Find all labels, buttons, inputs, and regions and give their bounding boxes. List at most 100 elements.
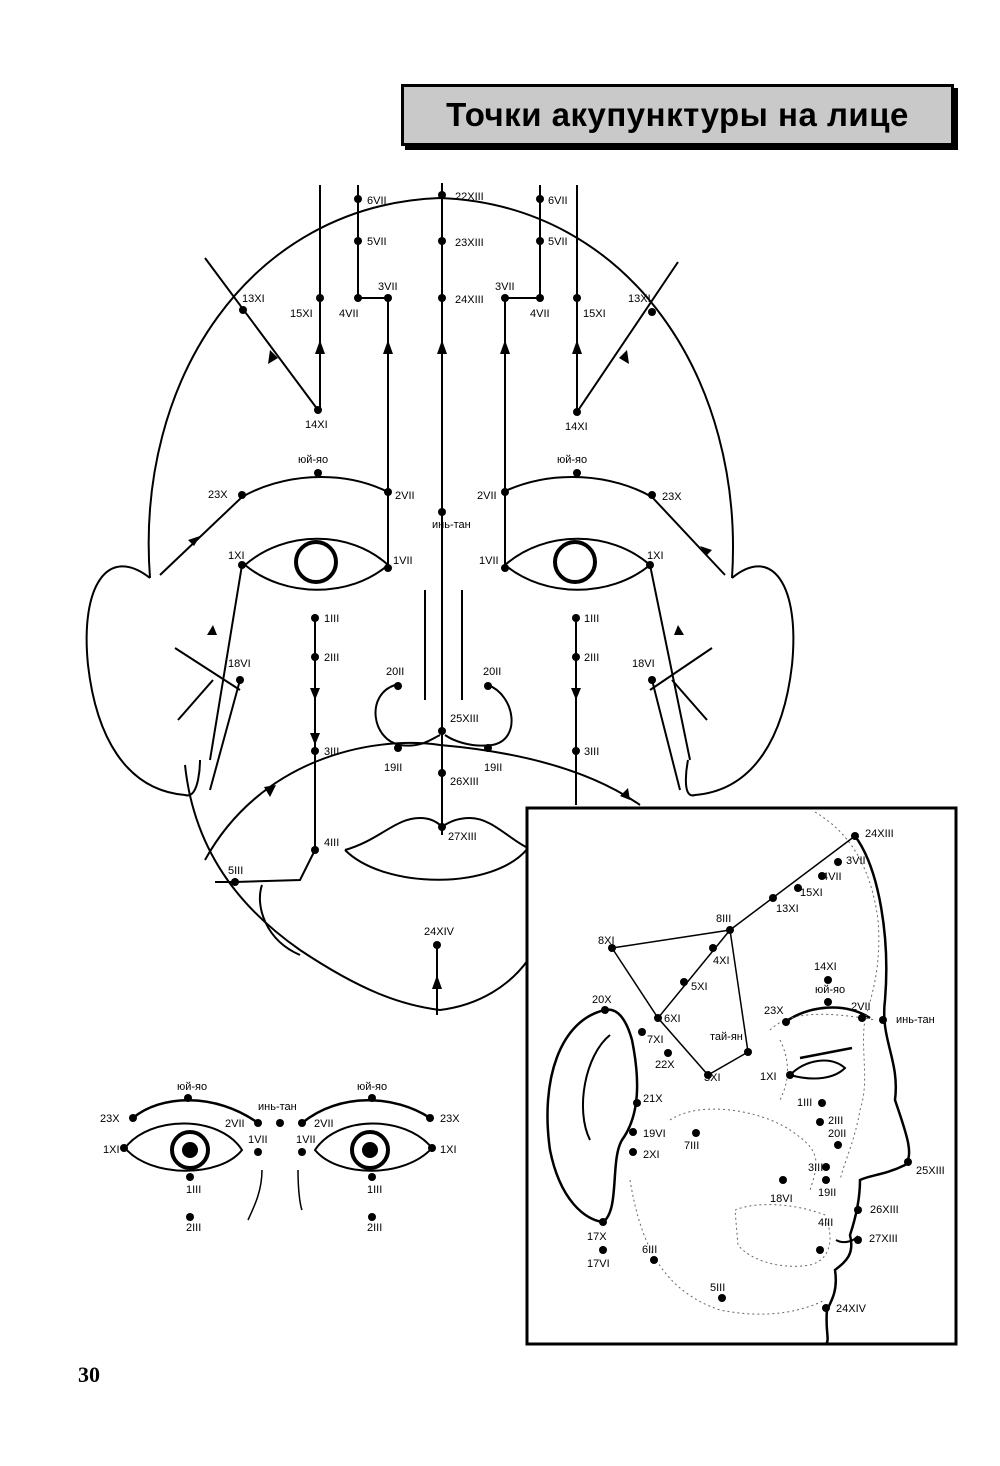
svg-text:1III: 1III — [584, 613, 599, 625]
svg-text:24XIII: 24XIII — [865, 828, 894, 840]
svg-text:6XI: 6XI — [664, 1013, 681, 1025]
svg-text:26XIII: 26XIII — [870, 1204, 899, 1216]
svg-text:3III: 3III — [324, 746, 339, 758]
point-25XIII — [438, 727, 446, 735]
page-title: Точки акупунктуры на лице — [446, 96, 909, 133]
chin-curve — [258, 884, 301, 956]
label-26XIII: 26XIII — [450, 776, 479, 788]
svg-text:1VII: 1VII — [479, 555, 499, 567]
svg-text:5VII: 5VII — [548, 236, 568, 248]
right-pupil — [553, 540, 597, 584]
front-points — [231, 191, 656, 949]
svg-text:14XI: 14XI — [565, 421, 588, 433]
svg-text:19II: 19II — [384, 762, 402, 774]
svg-text:23X: 23X — [764, 1005, 784, 1017]
svg-text:14XI: 14XI — [814, 961, 837, 973]
svg-text:тай-ян: тай-ян — [710, 1031, 743, 1043]
svg-text:3XI: 3XI — [704, 1072, 721, 1084]
svg-text:20X: 20X — [592, 994, 612, 1006]
nostril-right — [444, 684, 513, 747]
svg-text:15XI: 15XI — [583, 308, 606, 320]
svg-text:2III: 2III — [186, 1222, 201, 1234]
svg-text:7XI: 7XI — [647, 1034, 664, 1046]
eyes-detail: юй-яо 23X 2VII 1XI 1VII 1III 2III инь-та… — [100, 1081, 460, 1234]
lower-lip — [344, 847, 529, 881]
point-24XIII — [438, 294, 446, 302]
profile-outline — [824, 835, 911, 1345]
front-labels: 22XIII 23XIII 24XIII инь-тан 25XIII 26XI… — [208, 191, 682, 938]
svg-text:23X: 23X — [100, 1113, 120, 1125]
svg-text:инь-тан: инь-тан — [258, 1101, 297, 1113]
svg-text:3VII: 3VII — [846, 855, 866, 867]
cheek-arc — [204, 742, 641, 861]
label-22XIII: 22XIII — [455, 191, 484, 203]
svg-text:3III: 3III — [808, 1162, 823, 1174]
svg-text:1XI: 1XI — [228, 550, 245, 562]
svg-text:1VII: 1VII — [248, 1134, 268, 1146]
svg-text:4III: 4III — [324, 837, 339, 849]
svg-text:1VII: 1VII — [296, 1134, 316, 1146]
svg-text:4XI: 4XI — [713, 955, 730, 967]
svg-text:6VII: 6VII — [548, 195, 568, 207]
svg-text:2VII: 2VII — [314, 1118, 334, 1130]
svg-text:19II: 19II — [818, 1187, 836, 1199]
svg-text:2III: 2III — [367, 1222, 382, 1234]
svg-text:4VII: 4VII — [339, 308, 359, 320]
right-eyebrow — [502, 476, 726, 576]
svg-text:23X: 23X — [208, 489, 228, 501]
front-face — [85, 196, 795, 1012]
left-pupil — [294, 540, 338, 584]
svg-text:24XIV: 24XIV — [836, 1303, 867, 1315]
svg-text:2VII: 2VII — [395, 490, 415, 502]
svg-text:18VI: 18VI — [632, 658, 655, 670]
point-22XIII — [438, 191, 446, 199]
point-23XIII — [438, 237, 446, 245]
svg-text:юй-яо: юй-яо — [298, 454, 328, 466]
left-eyebrow — [159, 476, 389, 576]
svg-text:17VI: 17VI — [587, 1258, 610, 1270]
svg-text:2III: 2III — [828, 1115, 843, 1127]
svg-text:2III: 2III — [584, 652, 599, 664]
jaw-line — [184, 764, 529, 1012]
svg-text:3III: 3III — [584, 746, 599, 758]
svg-text:1III: 1III — [797, 1097, 812, 1109]
svg-text:18VI: 18VI — [770, 1193, 793, 1205]
right-ear — [684, 565, 795, 797]
point-26XIII — [438, 769, 446, 777]
point-27XIII — [438, 823, 446, 831]
svg-text:23X: 23X — [662, 491, 682, 503]
svg-text:юй-яо: юй-яо — [177, 1081, 207, 1093]
svg-text:13XI: 13XI — [776, 903, 799, 915]
svg-text:18VI: 18VI — [228, 658, 251, 670]
label-24XIV: 24XIV — [424, 926, 455, 938]
svg-text:2VII: 2VII — [851, 1001, 871, 1013]
svg-text:20II: 20II — [386, 666, 404, 678]
svg-text:7III: 7III — [684, 1140, 699, 1152]
nostril-left — [374, 684, 441, 747]
svg-text:юй-яо: юй-яо — [357, 1081, 387, 1093]
svg-text:1III: 1III — [186, 1184, 201, 1196]
svg-text:1VII: 1VII — [393, 555, 413, 567]
label-25XIII: 25XIII — [450, 713, 479, 725]
svg-text:19VI: 19VI — [643, 1128, 666, 1140]
svg-text:2III: 2III — [324, 652, 339, 664]
svg-text:1III: 1III — [324, 613, 339, 625]
svg-text:1XI: 1XI — [760, 1071, 777, 1083]
svg-text:6VII: 6VII — [367, 195, 387, 207]
svg-text:5III: 5III — [710, 1282, 725, 1294]
profile-ear — [546, 1008, 639, 1224]
svg-text:2VII: 2VII — [225, 1118, 245, 1130]
svg-text:5VII: 5VII — [367, 236, 387, 248]
front-arrows — [188, 340, 712, 989]
svg-text:4VII: 4VII — [822, 871, 842, 883]
page-number: 30 — [78, 1362, 100, 1387]
svg-text:6III: 6III — [642, 1244, 657, 1256]
svg-text:5III: 5III — [228, 865, 243, 877]
svg-text:1XI: 1XI — [647, 550, 664, 562]
svg-text:15XI: 15XI — [290, 308, 313, 320]
svg-text:инь-тан: инь-тан — [896, 1014, 935, 1026]
svg-text:13XI: 13XI — [242, 293, 265, 305]
svg-text:8XI: 8XI — [598, 935, 615, 947]
svg-text:2VII: 2VII — [477, 490, 497, 502]
